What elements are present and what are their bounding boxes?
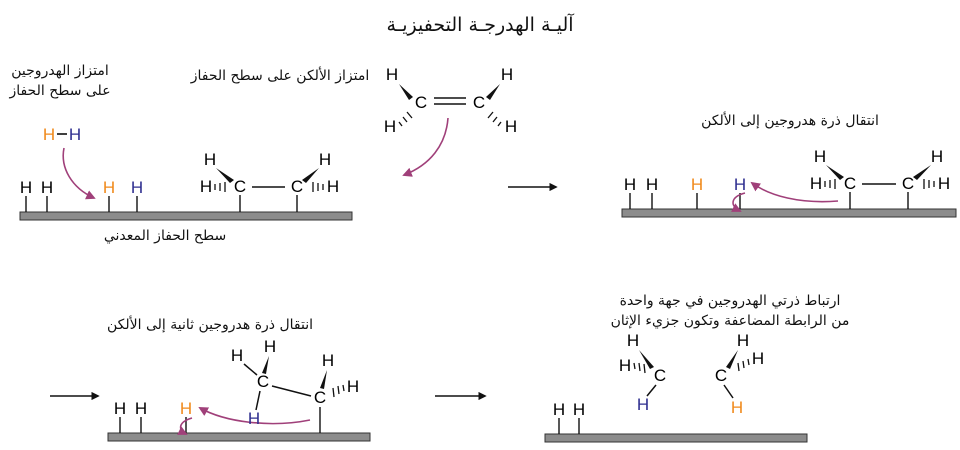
p4-bond-orange-h (723, 384, 734, 399)
p1-carbon-right: C (291, 177, 303, 196)
ethylene-h-bottom-left: H (384, 117, 396, 136)
surface-h-1: H (20, 178, 32, 197)
p4-surface-h-1: H (553, 400, 565, 419)
p4-h-top-left: H (627, 331, 639, 350)
p2-surface-h-blue: H (734, 175, 746, 194)
ethylene-carbon-left: C (415, 93, 427, 112)
p3-surface-h-orange: H (180, 399, 192, 418)
label-h2-adsorption-line2: على سطح الحفاز (8, 83, 110, 99)
p4-h-side-right: H (752, 349, 764, 368)
p4-h-top-right: H (737, 331, 749, 350)
p2-surface-h-1: H (624, 175, 636, 194)
p3-bond-blue-h (255, 390, 261, 411)
p4-h-blue: H (637, 395, 649, 414)
label-alkene-adsorption: امتزاز الألكن على سطح الحفاز (190, 66, 370, 84)
p2-h-side-left: H (810, 174, 822, 193)
ethylene-h-top-left: H (386, 65, 398, 84)
metal-surface-1 (19, 211, 353, 221)
p4-wedge-top-right (726, 350, 738, 369)
surface-h-blue: H (131, 178, 143, 197)
p4-h-orange: H (731, 398, 743, 417)
p1-wedge-top-left (216, 168, 234, 183)
arrow-h2-to-surface (62, 147, 96, 200)
label-metal-surface: سطح الحفاز المعدني (104, 228, 226, 244)
h2-atom-blue: H (69, 125, 81, 144)
p1-h-top-left: H (204, 150, 216, 169)
p3-surface-h-1: H (114, 399, 126, 418)
label-syn-addition-line1: ارتباط ذرتي الهدروجين في جهة واحدة (620, 293, 841, 309)
p2-surface-h-2: H (646, 175, 658, 194)
p3-cc-bond (271, 385, 312, 397)
p3-surface-h-2: H (135, 399, 147, 418)
label-h-transfer-1: انتقال ذرة هدروجين إلى الألكن (701, 111, 879, 129)
p4-bond-blue-h (646, 384, 657, 397)
p4-carbon-right: C (715, 366, 727, 385)
p3-h-top: H (264, 337, 276, 356)
arrow-alkene-to-surface (402, 117, 449, 177)
p4-hash-side-left (633, 362, 646, 374)
label-h-transfer-2: انتقال ذرة هدروجين ثانية إلى الألكن (107, 315, 313, 333)
p1-h-side-left: H (200, 177, 212, 196)
ethylene-h-top-right: H (501, 65, 513, 84)
label-h2-adsorption-line1: امتزاز الهدروجين (11, 63, 108, 79)
ethylene-wedge-top-right (486, 84, 500, 100)
p2-wedge-top-right (913, 165, 931, 180)
ethylene-carbon-right: C (473, 93, 485, 112)
p1-carbon-left: C (234, 177, 246, 196)
p2-hash-side-right (923, 179, 935, 189)
p2-wedge-top-left (826, 165, 844, 180)
p3-h-top-right: H (322, 351, 334, 370)
surface-h-2: H (41, 178, 53, 197)
p3-h-transferred-blue: H (248, 409, 260, 428)
p3-h-top-left: H (231, 346, 243, 365)
h2-atom-orange: H (43, 125, 55, 144)
p1-hash-side-left (214, 182, 226, 192)
p4-hash-side-right (737, 358, 750, 372)
page-title: آليـة الهدرجـة التحفيزيـة (386, 12, 574, 36)
p3-carbon-left: C (257, 372, 269, 391)
ethylene-hash-bottom-left (398, 111, 413, 127)
p2-surface-h-orange: H (691, 175, 703, 194)
ethylene-wedge-top-left (399, 84, 413, 100)
label-syn-addition-line2: من الرابطة المضاعفة وتكون جزيء الإثان (611, 313, 850, 329)
arrow-p2-h-transfer (750, 181, 839, 203)
p1-wedge-top-right (302, 168, 319, 183)
p2-h-top-left: H (814, 147, 826, 166)
p3-carbon-right: C (314, 388, 326, 407)
p1-h-side-right: H (327, 177, 339, 196)
surface-h-orange: H (103, 178, 115, 197)
ethylene-hash-bottom-right (487, 111, 502, 127)
p3-wedge-top-right (320, 370, 327, 389)
ethylene-h-bottom-right: H (505, 117, 517, 136)
p2-hash-side-left (824, 179, 836, 189)
metal-surface-2 (621, 208, 957, 218)
p1-h-top-right: H (319, 150, 331, 169)
arrow-p2-bond-return (730, 192, 746, 212)
metal-surface-4 (544, 433, 808, 443)
p2-carbon-right: C (902, 174, 914, 193)
p1-hash-side-right (312, 182, 324, 192)
arrow-p3-bond-return (176, 417, 193, 435)
p4-carbon-left: C (654, 366, 666, 385)
p2-carbon-left: C (844, 174, 856, 193)
p4-h-side-left: H (619, 356, 631, 375)
p3-h-side-right: H (347, 377, 359, 396)
p2-h-side-right: H (938, 174, 950, 193)
p3-wedge-top (262, 356, 269, 374)
p4-wedge-top-left (639, 350, 654, 369)
p2-h-top-right: H (931, 147, 943, 166)
p4-surface-h-2: H (573, 400, 585, 419)
arrow-p3-h-transfer (198, 407, 311, 425)
p3-bond-top-left (243, 363, 258, 376)
p3-hash-side-right (332, 384, 345, 398)
metal-surface-3 (107, 432, 371, 442)
